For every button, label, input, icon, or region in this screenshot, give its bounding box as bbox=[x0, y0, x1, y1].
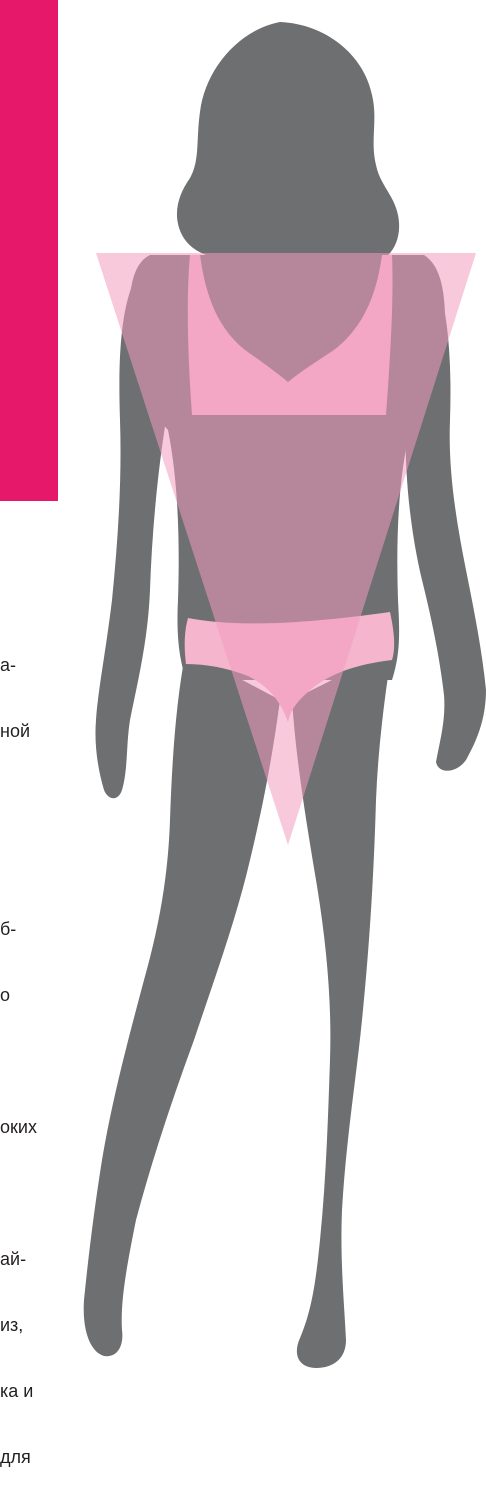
neck-shape bbox=[258, 190, 305, 250]
silhouette-svg bbox=[0, 0, 486, 1374]
body-text-line: ка и bbox=[0, 1380, 90, 1402]
body-text-line: для bbox=[0, 1446, 90, 1468]
body-shape-illustration bbox=[0, 0, 486, 1374]
